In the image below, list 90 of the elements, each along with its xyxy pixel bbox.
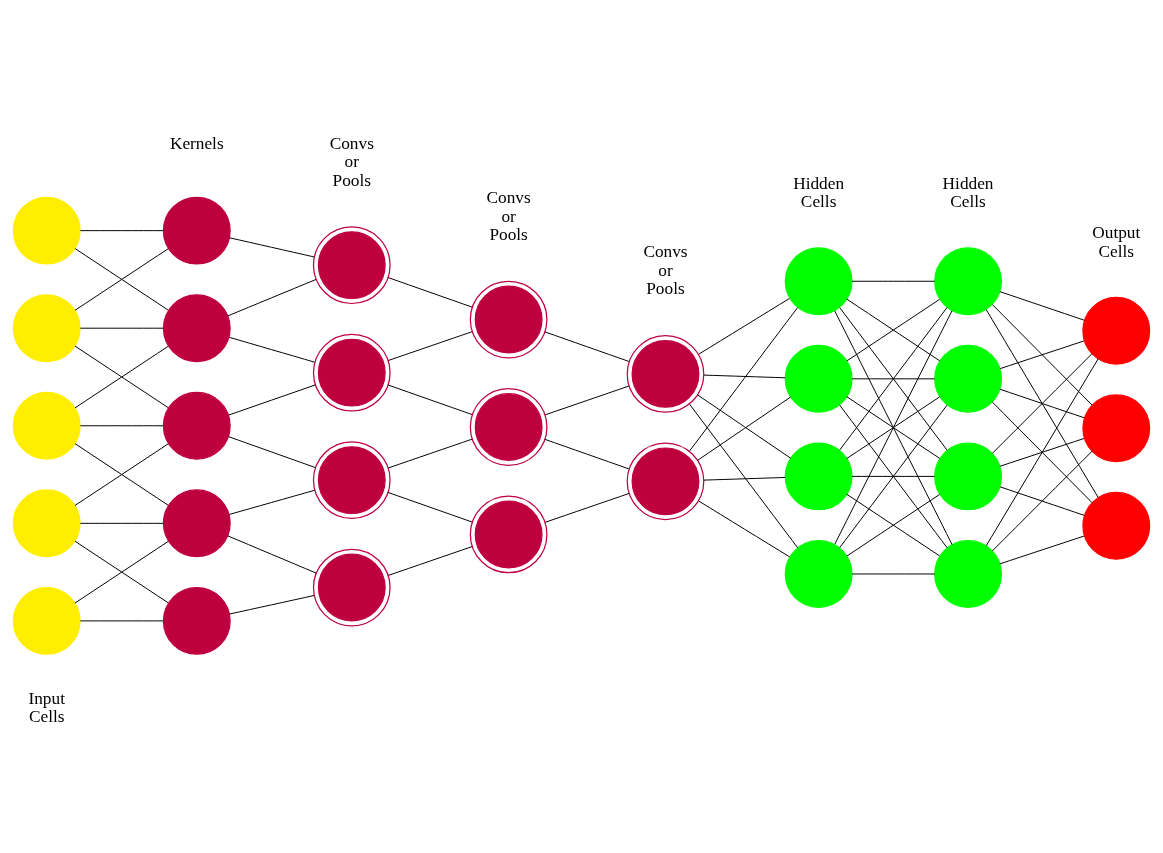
node-circle	[12, 196, 81, 265]
node-ring	[312, 440, 391, 519]
connector	[544, 492, 630, 523]
connector	[228, 336, 316, 363]
connector	[999, 437, 1085, 467]
connector	[851, 475, 936, 477]
node-circle	[784, 246, 853, 315]
connector	[544, 385, 630, 415]
node-circle	[934, 246, 1003, 315]
label: Kernels	[169, 133, 224, 153]
connector	[999, 535, 1085, 564]
connector	[79, 424, 164, 426]
connector	[229, 236, 315, 257]
connector	[228, 435, 316, 468]
connector	[991, 303, 1093, 406]
connector	[544, 330, 630, 362]
connector	[839, 306, 948, 451]
connector	[991, 401, 1093, 503]
connector	[689, 306, 799, 451]
connector	[698, 500, 791, 557]
connector	[999, 388, 1086, 418]
connector	[703, 476, 786, 481]
node-circle	[934, 539, 1003, 608]
connector	[74, 247, 169, 311]
connector	[985, 308, 1099, 498]
connector	[698, 297, 791, 355]
connector	[228, 489, 316, 515]
node-circle	[162, 293, 231, 362]
connector	[544, 438, 630, 469]
label: Hidden Cells	[793, 173, 845, 211]
label: Convs or Pools	[329, 133, 374, 190]
node-ring	[312, 225, 391, 304]
node-circle	[162, 391, 231, 460]
connector	[74, 442, 169, 506]
connector	[387, 330, 473, 361]
node-circle	[784, 344, 853, 413]
label: Convs or Pools	[486, 187, 531, 244]
connector	[846, 395, 941, 459]
connector	[851, 377, 936, 379]
connector	[227, 278, 317, 316]
connector	[79, 327, 164, 329]
node-circle	[934, 441, 1003, 510]
connector	[387, 384, 473, 415]
node-ring	[626, 334, 705, 413]
connector	[228, 383, 316, 416]
connector	[991, 352, 1093, 454]
node-ring	[469, 387, 548, 466]
connector	[999, 339, 1085, 369]
node-circle	[162, 196, 231, 265]
node-circle	[12, 488, 81, 557]
node-circle	[1082, 296, 1151, 365]
node-ring	[626, 441, 705, 520]
connector	[229, 594, 315, 614]
connector	[991, 450, 1093, 551]
node-circle	[12, 293, 81, 362]
connector	[985, 357, 1099, 546]
connector	[387, 491, 473, 522]
node-circle	[1082, 393, 1151, 462]
connector	[74, 345, 169, 408]
node-ring	[312, 333, 391, 412]
node-circle	[162, 488, 231, 557]
connector	[79, 229, 164, 231]
connector	[227, 534, 317, 574]
connector	[999, 290, 1086, 321]
node-ring	[469, 280, 548, 358]
node-ring	[469, 495, 548, 573]
label: Output Cells	[1092, 222, 1141, 261]
node-circle	[12, 586, 81, 655]
connector	[79, 522, 164, 524]
connector	[999, 485, 1086, 516]
node-circle	[12, 391, 81, 460]
connector	[387, 276, 473, 308]
connector	[703, 374, 786, 378]
connector	[834, 309, 953, 545]
node-circle	[784, 539, 853, 608]
node-circle	[1082, 491, 1151, 560]
label: Hidden Cells	[942, 173, 994, 211]
connector	[74, 540, 169, 603]
connector	[846, 298, 941, 361]
node-circle	[934, 344, 1003, 413]
connector	[839, 404, 948, 548]
connector	[689, 403, 799, 548]
node-circle	[162, 586, 231, 655]
connector	[851, 280, 936, 282]
label: Input Cells	[28, 688, 65, 726]
connector	[387, 545, 473, 576]
node-circle	[784, 441, 853, 510]
node-ring	[312, 548, 391, 626]
label: Convs or Pools	[643, 241, 688, 298]
connector	[387, 438, 473, 468]
